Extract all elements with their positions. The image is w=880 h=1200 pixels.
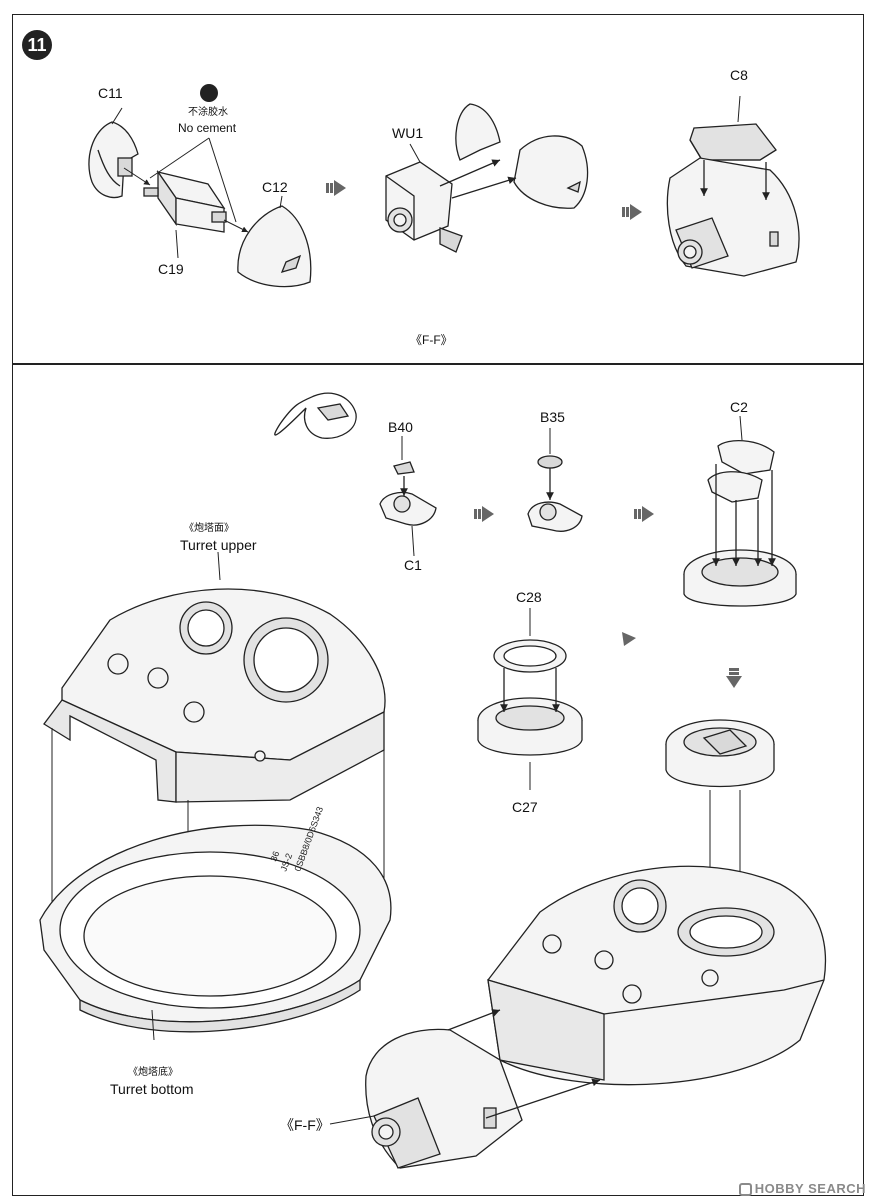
step-arrow-4 (634, 506, 654, 522)
b40-detail-callout (274, 392, 357, 439)
step-number-badge: 11 (22, 30, 52, 60)
label-turret-upper-en: Turret upper (180, 537, 257, 553)
label-ff-top: 《F-F》 (410, 333, 453, 347)
part-c2-cupola (683, 440, 797, 607)
part-c28-c27 (477, 639, 583, 756)
label-c1: C1 (404, 557, 422, 573)
watermark-text: HOBBY SEARCH (754, 1181, 866, 1196)
part-c1-b40 (379, 461, 437, 526)
label-ff-bottom: 《F-F》 (280, 1117, 330, 1133)
part-wu1-assembly (385, 103, 589, 253)
completed-cupola (665, 719, 775, 788)
label-no-cement-en: No cement (178, 121, 237, 135)
step-arrow-2 (622, 204, 642, 220)
turret-bottom-part (39, 824, 392, 1033)
part-b35 (527, 455, 583, 532)
label-b40: B40 (388, 419, 413, 435)
step-arrow-6 (622, 632, 636, 646)
step-arrow-3 (474, 506, 494, 522)
molding-text-3: 36 (268, 850, 281, 863)
label-no-cement-cn: 不涂胶水 (188, 107, 228, 118)
label-c19: C19 (158, 261, 184, 277)
label-turret-upper-cn: 《炮塔面》 (184, 523, 234, 534)
label-turret-bottom-cn: 《炮塔底》 (128, 1067, 178, 1078)
label-c2: C2 (730, 399, 748, 415)
label-c12: C12 (262, 179, 288, 195)
turret-upper-part (43, 588, 386, 803)
watermark: HOBBY SEARCH (738, 1181, 866, 1196)
part-c19 (143, 169, 227, 233)
label-c8: C8 (730, 67, 748, 83)
label-c27: C27 (512, 799, 538, 815)
label-turret-bottom-en: Turret bottom (110, 1081, 194, 1097)
label-c11: C11 (98, 85, 123, 101)
step-11-main-panel (12, 364, 864, 1196)
step-arrow-5 (726, 668, 742, 688)
part-c12 (237, 205, 312, 288)
watermark-logo-icon (738, 1183, 752, 1196)
label-c28: C28 (516, 589, 542, 605)
part-c11 (88, 121, 139, 199)
no-cement-icon (200, 84, 218, 102)
part-c8-assembly (666, 123, 800, 277)
step-arrow-1 (326, 180, 346, 196)
step-number: 11 (27, 34, 47, 55)
ff-mantlet-part (365, 1009, 601, 1169)
label-wu1: WU1 (392, 125, 424, 141)
assembled-turret (487, 865, 827, 1086)
label-b35: B35 (540, 409, 565, 425)
